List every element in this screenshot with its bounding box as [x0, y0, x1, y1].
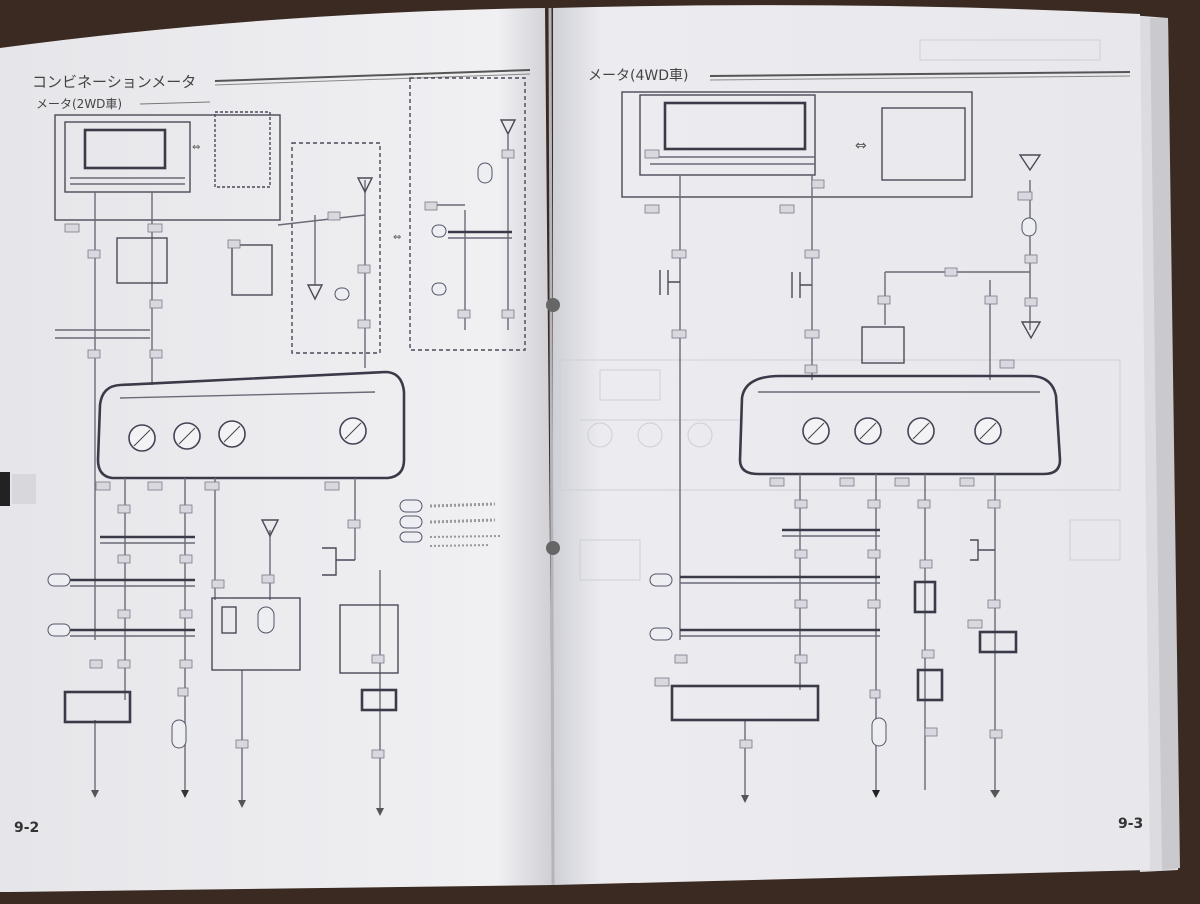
subheading-rule [139, 101, 211, 105]
left-page-number: 9-2 [14, 820, 39, 836]
right-page-number: 9-3 [1118, 816, 1143, 832]
section-tab-shadow [12, 474, 36, 504]
binding-hole [546, 541, 560, 555]
gauge-icon [339, 417, 367, 445]
left-page-subheading: メータ(2WD車) [36, 97, 122, 111]
heading-rule [709, 75, 1131, 81]
binding-hole [546, 298, 560, 312]
gauge-icon [128, 424, 156, 452]
svg-text:⇔: ⇔ [855, 138, 867, 154]
right-page [553, 5, 1150, 886]
gauge-icon [173, 422, 201, 450]
heading-rule [214, 69, 531, 82]
svg-text:⇔: ⇔ [393, 232, 401, 243]
left-circuit: ⇔ ⇔ [47, 77, 526, 816]
right-page-heading: メータ(4WD車) [588, 67, 688, 84]
gauge-icon [974, 417, 1002, 445]
gauge-icon [218, 420, 246, 448]
gauge-icon [854, 417, 882, 445]
right-circuit: ⇔ [559, 39, 1121, 803]
heading-rule [709, 71, 1131, 77]
section-tab [0, 472, 10, 506]
heading-rule [214, 73, 531, 86]
left-page [0, 8, 553, 892]
gauge-icon [802, 417, 830, 445]
spine-fold [548, 7, 555, 886]
svg-text:⇔: ⇔ [192, 142, 200, 153]
left-page-heading: コンビネーションメータ [32, 73, 196, 91]
gauge-icon [907, 417, 935, 445]
